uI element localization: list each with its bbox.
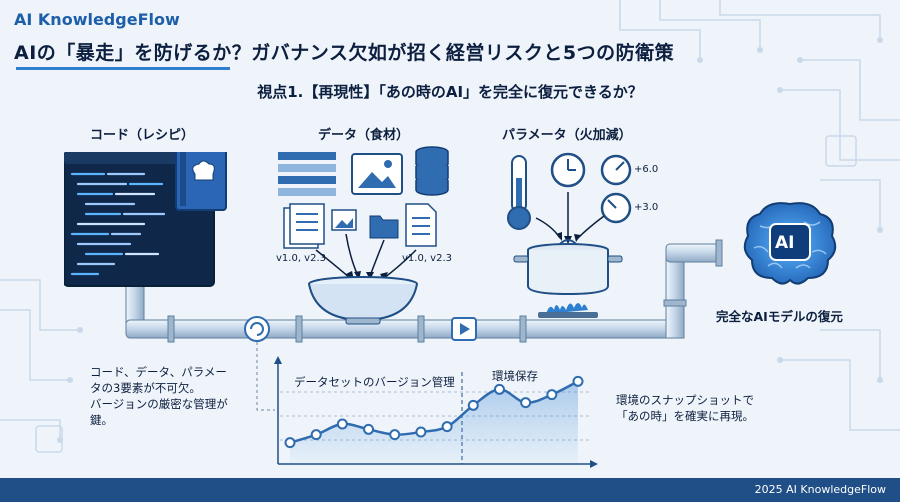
footer-bar bbox=[0, 478, 900, 502]
parameters-illustration bbox=[507, 152, 632, 318]
chart-point-10 bbox=[546, 389, 558, 401]
chart-point-11 bbox=[572, 375, 584, 387]
chart-point-7 bbox=[467, 399, 479, 411]
gauge-top-value: +6.0 bbox=[634, 164, 659, 175]
right-note-line-2: 「あの時」を確実に再現。 bbox=[616, 409, 754, 423]
chart-point-0 bbox=[284, 437, 296, 449]
chart-point-9 bbox=[520, 397, 532, 409]
code-section-label: コード（レシピ） bbox=[90, 128, 195, 143]
chart-point-2 bbox=[336, 418, 348, 430]
viewpoint-heading: 視点1.【再現性】「あの時のAI」を完全に復元できるか？ bbox=[257, 83, 643, 101]
brand-logo-text: AI KnowledgeFlow bbox=[14, 10, 180, 29]
ai-result-label: 完全なAIモデルの復元 bbox=[716, 309, 843, 324]
data-version-left: v1.0, v2.3 bbox=[276, 253, 326, 264]
chart-point-5 bbox=[415, 426, 427, 438]
chart-area-fill bbox=[290, 381, 578, 464]
left-note-line-1: コード、データ、パラメー bbox=[90, 365, 227, 379]
mixing-bowl bbox=[308, 276, 418, 325]
right-note: 環境のスナップショットで 「あの時」を確実に再現。 bbox=[616, 392, 754, 424]
chart-point-6 bbox=[441, 421, 453, 433]
chart-point-4 bbox=[389, 429, 401, 441]
left-note-line-4: 鍵。 bbox=[90, 413, 113, 427]
ai-badge: AI bbox=[775, 233, 795, 253]
gauge-bottom-value: +3.0 bbox=[634, 202, 659, 213]
left-note: コード、データ、パラメー タの3要素が不可欠。 バージョンの厳密な管理が 鍵。 bbox=[90, 364, 228, 428]
footer-credit: 2025 AI KnowledgeFlow bbox=[754, 483, 886, 496]
data-version-right: v1.0, v2.3 bbox=[402, 253, 452, 264]
version-chart bbox=[274, 356, 598, 468]
left-note-line-2: タの3要素が不可欠。 bbox=[90, 381, 201, 395]
right-note-line-1: 環境のスナップショットで bbox=[616, 393, 754, 407]
page-title: AIの「暴走」を防げるか？ガバナンス欠如が招く経営リスクと5つの防衛策 bbox=[14, 42, 675, 64]
chart-point-1 bbox=[310, 429, 322, 441]
code-editor-window bbox=[64, 152, 227, 287]
title-underline bbox=[16, 67, 230, 70]
chart-title: データセットのバージョン管理 bbox=[294, 375, 455, 389]
data-ingredients-illustration bbox=[278, 146, 449, 281]
params-section-label: パラメータ（火加減） bbox=[502, 128, 632, 143]
data-section-label: データ（食材） bbox=[318, 128, 410, 143]
left-note-line-3: バージョンの厳密な管理が bbox=[90, 397, 228, 411]
chart-point-8 bbox=[493, 383, 505, 395]
ai-brain-icon bbox=[743, 202, 837, 285]
chart-point-3 bbox=[363, 423, 375, 435]
chart-annotation: 環境保存 bbox=[492, 369, 538, 383]
